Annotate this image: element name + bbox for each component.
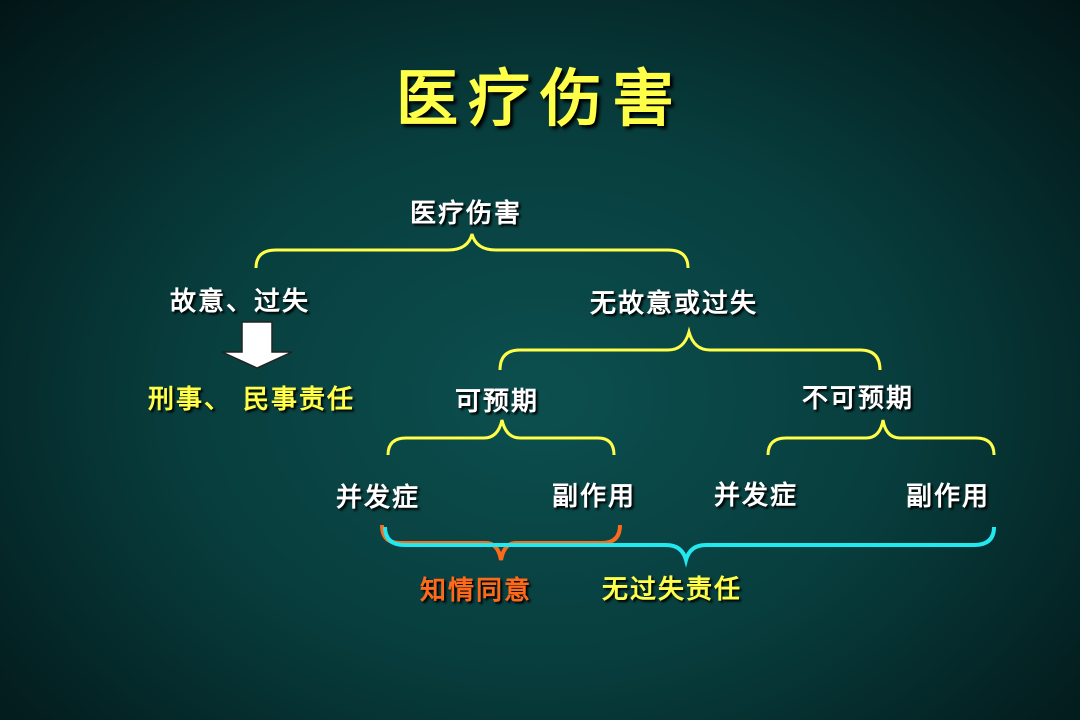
page-title: 医疗伤害 — [395, 62, 684, 135]
node-intent: 故意、过失 — [170, 287, 311, 317]
brace-no-fault-liability — [383, 526, 996, 568]
node-root: 医疗伤害 — [410, 199, 523, 229]
brace-no-fault — [498, 326, 882, 371]
node-side-effect-1: 副作用 — [552, 482, 637, 512]
node-no-fault: 无故意或过失 — [590, 289, 759, 319]
brace-unforeseeable — [766, 419, 996, 456]
down-arrow-icon — [221, 321, 293, 369]
node-liability: 刑事、 民事责任 — [148, 385, 356, 415]
node-no-fault-liability: 无过失责任 — [602, 575, 743, 605]
brace-foreseeable — [386, 419, 616, 456]
brace-informed-consent — [380, 524, 622, 561]
brace-root — [254, 233, 690, 269]
node-side-effect-2: 副作用 — [906, 482, 991, 512]
node-foreseeable: 可预期 — [455, 387, 540, 417]
node-informed-consent: 知情同意 — [420, 576, 533, 606]
node-unforeseeable: 不可预期 — [802, 384, 915, 414]
node-complication-1: 并发症 — [336, 483, 421, 513]
node-complication-2: 并发症 — [714, 481, 799, 511]
